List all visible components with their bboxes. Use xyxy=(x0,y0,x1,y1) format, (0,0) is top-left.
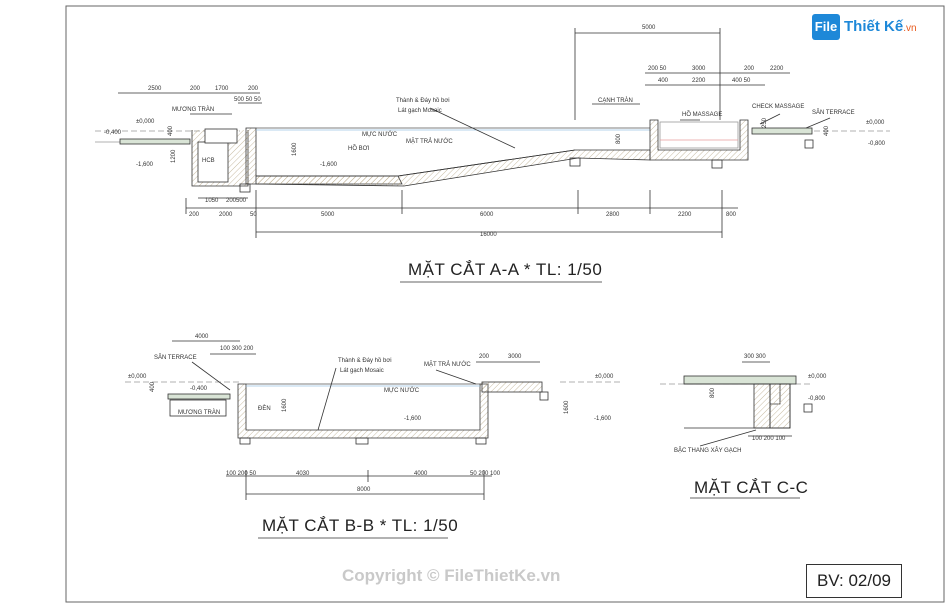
aa-label-hcb: HCB xyxy=(202,158,215,164)
sheet-number: BV: 02/09 xyxy=(806,564,902,598)
aa-label-wall-2: Lát gạch Mosaic xyxy=(398,108,442,114)
sheet-border xyxy=(65,5,945,603)
aa-dim-200c: 200 xyxy=(744,66,755,72)
bb-dim-bot-100: 100 200 50 xyxy=(226,471,257,477)
section-bb xyxy=(125,340,620,500)
cc-dim-v-800: 800 xyxy=(710,387,716,398)
aa-dim-bot-200500: 200500 xyxy=(226,198,247,204)
aa-dim-bot-50: 50 xyxy=(250,212,257,218)
aa-label-wall-1: Thành & Đáy hồ bơi xyxy=(396,98,450,104)
aa-dim-bot-6000: 6000 xyxy=(480,212,494,218)
aa-label-overflow: MƯƠNG TRÀN xyxy=(172,106,214,113)
bb-dim-bot-4000: 4000 xyxy=(414,471,428,477)
aa-dim-bot-200: 200 xyxy=(189,212,200,218)
aa-dim-v-800: 800 xyxy=(616,133,622,144)
aa-level-m0400: -0,400 xyxy=(104,130,122,136)
aa-dim-v-250: 250 xyxy=(762,117,768,128)
aa-dim-5000-top: 5000 xyxy=(642,25,656,31)
aa-dim-bot-2000: 2000 xyxy=(219,212,233,218)
bb-level-0000-left: ±0,000 xyxy=(128,374,147,380)
copyright-watermark: Copyright © FileThietKe.vn xyxy=(342,566,561,585)
aa-dim-500: 500 50 50 xyxy=(234,97,261,103)
aa-dim-40050: 400 50 xyxy=(732,78,751,84)
bb-level-0000-right: ±0,000 xyxy=(595,374,614,380)
bb-label-return: MẶT TRẢ NƯỚC xyxy=(424,361,471,368)
aa-label-terrace: SÂN TERRACE xyxy=(812,109,855,116)
cc-dim-top: 300 300 xyxy=(744,354,766,360)
aa-dim-400a: 400 xyxy=(658,78,669,84)
aa-dim-bot-800: 800 xyxy=(726,212,737,218)
aa-dim-20050: 200 50 xyxy=(648,66,667,72)
bb-level-m1600-right: -1,600 xyxy=(594,416,612,422)
bb-dim-v-1600r: 1600 xyxy=(564,400,570,414)
aa-label-massage: HỒ MASSAGE xyxy=(682,111,722,118)
aa-label-water-level: MỰC NƯỚC xyxy=(362,131,398,138)
aa-level-m1600-pool: -1,600 xyxy=(320,162,338,168)
brand-name: Thiết Kế.vn xyxy=(844,18,917,35)
aa-dim-200a: 200 xyxy=(190,86,201,92)
aa-label-pool: HỒ BƠI xyxy=(348,145,370,152)
title-section-bb: MẶT CẮT B-B * TL: 1/50 xyxy=(262,516,459,535)
aa-level-m0800: -0,800 xyxy=(868,141,886,147)
bb-level-m0400: -0,400 xyxy=(190,386,208,392)
aa-dim-v-400: 400 xyxy=(168,125,174,136)
brand-name-text: Thiết Kế xyxy=(844,18,904,35)
cc-dim-bot: 100 200 100 xyxy=(752,436,786,442)
brand-logo[interactable]: File Thiết Kế.vn xyxy=(812,12,924,44)
bb-dim-v-1600: 1600 xyxy=(282,398,288,412)
aa-label-check: CHECK MASSAGE xyxy=(752,104,804,110)
bb-dim-bot-8000: 8000 xyxy=(357,487,371,493)
aa-dim-bot-16000: 16000 xyxy=(480,232,497,238)
bb-label-wall-1: Thành & Đáy hồ bơi xyxy=(338,358,392,364)
aa-dim-v-1600: 1600 xyxy=(292,142,298,156)
title-section-cc: MẶT CẮT C-C xyxy=(694,478,809,497)
aa-label-edge: CẠNH TRÀN xyxy=(598,97,633,104)
aa-dim-bot-2800: 2800 xyxy=(606,212,620,218)
aa-dim-2200: 2200 xyxy=(692,78,706,84)
bb-label-water-level: MỰC NƯỚC xyxy=(384,387,420,394)
cc-label-stair: BẬC THANG XÂY GẠCH xyxy=(674,447,741,454)
bb-label-overflow: MƯƠNG TRÀN xyxy=(178,409,220,416)
aa-dim-2500: 2500 xyxy=(148,86,162,92)
cc-level-m0800: -0,800 xyxy=(808,396,826,402)
bb-dim-3000-top: 3000 xyxy=(508,354,522,360)
aa-dim-v-400r: 400 xyxy=(824,125,830,136)
aa-level-m1600-left: -1,600 xyxy=(136,162,154,168)
bb-label-terrace: SÂN TERRACE xyxy=(154,354,197,361)
aa-dim-2200-right: 2200 xyxy=(770,66,784,72)
aa-level-0000-right: ±0,000 xyxy=(866,120,885,126)
brand-suffix: .vn xyxy=(903,23,917,34)
bb-dim-100-top: 100 300 200 xyxy=(220,346,254,352)
aa-dim-3000: 3000 xyxy=(692,66,706,72)
aa-dim-bot-2200: 2200 xyxy=(678,212,692,218)
cc-level-0000: ±0,000 xyxy=(808,374,827,380)
bb-label-wall-2: Lát gạch Mosaic xyxy=(340,368,384,374)
aa-dim-bot-1050: 1050 xyxy=(205,198,219,204)
bb-dim-4000-top: 4000 xyxy=(195,334,209,340)
bb-label-light: ĐÈN xyxy=(258,405,271,412)
aa-dim-v-1200: 1200 xyxy=(171,149,177,163)
aa-label-return: MẶT TRẢ NƯỚC xyxy=(406,138,453,145)
aa-dim-200b: 200 xyxy=(248,86,259,92)
aa-dim-bot-5000: 5000 xyxy=(321,212,335,218)
aa-level-0000-left: ±0,000 xyxy=(136,119,155,125)
title-section-aa: MẶT CẮT A-A * TL: 1/50 xyxy=(408,260,603,279)
section-aa xyxy=(95,28,890,238)
aa-dim-1700: 1700 xyxy=(215,86,229,92)
bb-dim-bot-50: 50 200 100 xyxy=(470,471,501,477)
bb-level-m1600: -1,600 xyxy=(404,416,422,422)
bb-dim-bot-4030: 4030 xyxy=(296,471,310,477)
bb-dim-v-400: 400 xyxy=(150,381,156,392)
brand-badge: File xyxy=(812,14,840,40)
section-cc xyxy=(660,361,813,447)
bb-dim-200-top: 200 xyxy=(479,354,490,360)
